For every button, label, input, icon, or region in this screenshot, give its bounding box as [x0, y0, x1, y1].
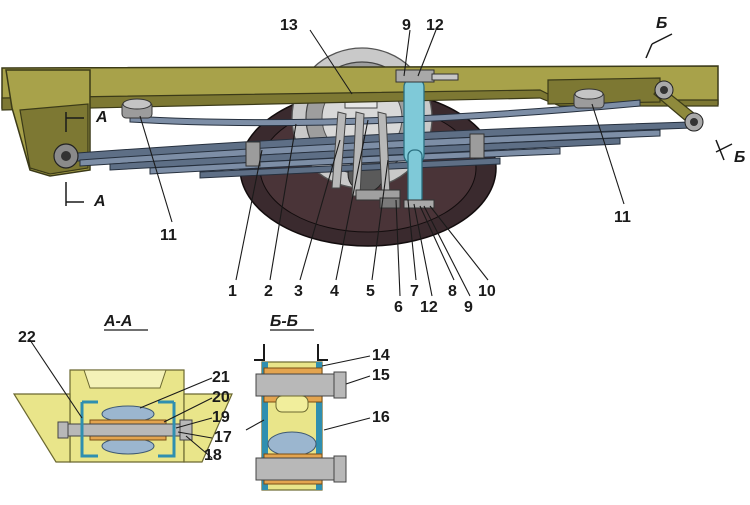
compression-buffer-right: [573, 88, 605, 109]
callout-21: 21: [212, 369, 230, 386]
section-b-top-mark: Б: [656, 15, 667, 32]
section-a-top-mark: A: [95, 109, 108, 126]
main-view: A A Б Б: [1, 15, 745, 316]
leader-lines-main: [139, 29, 625, 297]
section-a-a-title: A-A: [103, 313, 132, 330]
spring-clamp-left: [245, 141, 261, 167]
leader-lines-aa: [29, 339, 213, 459]
callout-7: 7: [410, 283, 419, 300]
compression-buffer-left: [121, 98, 153, 119]
callout-22: 22: [18, 329, 36, 346]
section-a-marks: [65, 112, 84, 206]
callout-12-top: 12: [426, 17, 444, 34]
callout-17: 17: [214, 429, 232, 446]
callout-11-left: 11: [160, 227, 177, 244]
section-b-right-mark: Б: [734, 149, 745, 166]
spring-clamp-right: [469, 133, 485, 159]
callout-4: 4: [330, 283, 339, 300]
u-bolts: [331, 111, 391, 197]
callout-14: 14: [372, 347, 390, 364]
section-b-b-title: Б-Б: [270, 313, 298, 330]
callout-18: 18: [204, 447, 222, 464]
callout-15: 15: [372, 367, 390, 384]
callout-13: 13: [280, 17, 298, 34]
section-b-b-view: Б-Б 14 15 16: [245, 313, 390, 491]
shock-absorber: [395, 69, 459, 209]
callout-9-bottom: 9: [464, 299, 473, 316]
callout-16: 16: [372, 409, 390, 426]
callout-10: 10: [478, 283, 496, 300]
callout-5: 5: [366, 283, 375, 300]
section-b-marks: [645, 33, 733, 161]
callout-8: 8: [448, 283, 457, 300]
callout-11-right: 11: [614, 209, 631, 226]
callout-9-top: 9: [402, 17, 411, 34]
callout-6: 6: [394, 299, 403, 316]
lower-pads: [355, 189, 401, 209]
callout-3: 3: [294, 283, 303, 300]
callout-12-bottom: 12: [420, 299, 438, 316]
spring-rear-shackle: [653, 80, 704, 132]
section-a-bottom-mark: A: [93, 193, 106, 210]
section-a-a-view: A-A 22 21 20 19 17 18: [12, 313, 233, 464]
callout-20: 20: [212, 389, 230, 406]
spring-front-eye: [53, 143, 79, 169]
callout-2: 2: [264, 283, 273, 300]
callout-19: 19: [212, 409, 230, 426]
callout-1: 1: [228, 283, 237, 300]
leader-lines-bb: [245, 355, 371, 431]
